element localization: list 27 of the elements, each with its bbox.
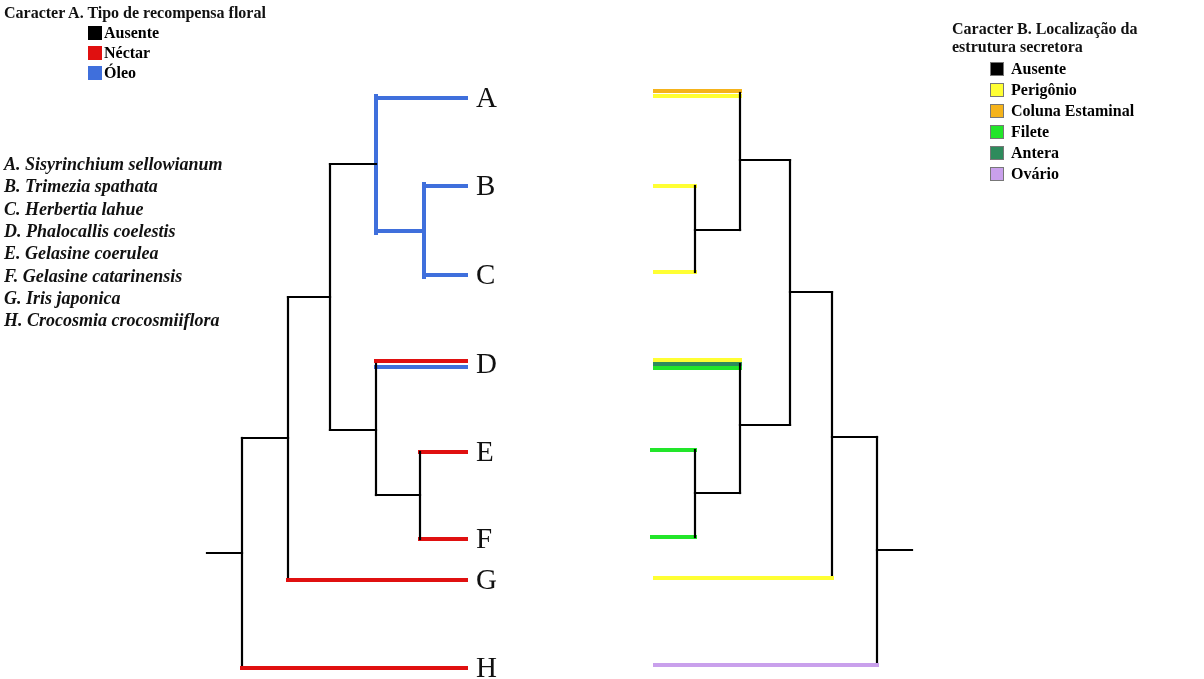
legend-heading: Caracter B. Localização da estrutura secretora [952,20,1139,57]
legend-label: Néctar [104,44,151,62]
species-name: F. Gelasine catarinensis [4,265,183,287]
legend-label: Antera [1011,144,1059,162]
legend-heading: Caracter A. Tipo de recompensa floral [4,4,266,23]
taxon-letter: A [476,81,497,115]
taxon-letter: C [476,258,496,292]
species-name: B. Trimezia spathata [4,176,158,197]
legend-label: Ausente [104,24,160,42]
legend-label: Ovário [1011,165,1059,183]
species-name: D. Phalocallis coelestis [4,220,176,242]
species-name: C. Herbertia lahue [4,198,144,220]
species-name: H. Crocosmia crocosmiiflora [4,310,220,331]
species-name: G. Iris japonica [4,287,121,309]
taxon-letter: H [476,651,497,679]
legend-label: Coluna Estaminal [1011,102,1135,120]
taxon-letter: G [476,563,497,597]
legend-label: Filete [1011,123,1050,141]
taxon-letter: E [476,435,494,469]
taxon-letter: B [476,169,496,203]
taxon-letter: F [476,522,493,556]
taxon-letter: D [476,347,497,381]
legend-label: Perigônio [1011,81,1077,99]
legend-label: Ausente [1011,60,1067,78]
legend-label: Óleo [104,64,136,82]
species-name: A. Sisyrinchium sellowianum [4,154,223,175]
species-name: E. Gelasine coerulea [4,243,159,264]
